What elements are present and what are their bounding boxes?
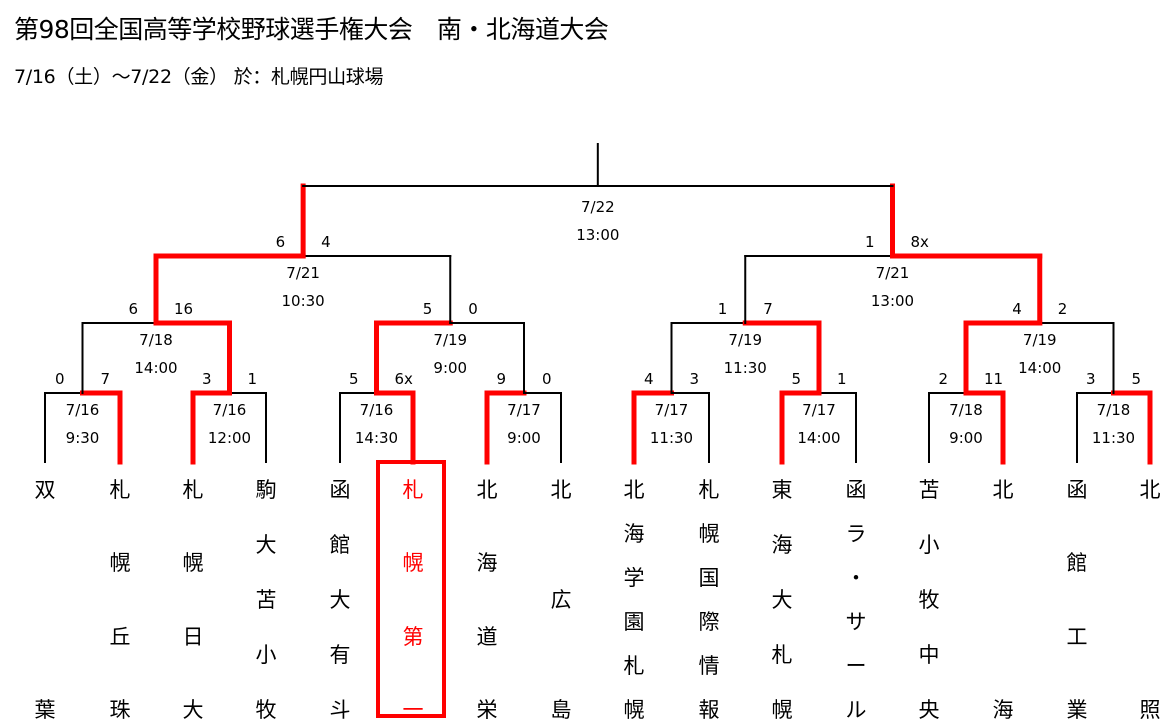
team-name: 苫小牧中央: [918, 478, 940, 722]
r1-match-8-date: 7/18: [1097, 401, 1131, 419]
qf-match-2-score-right: 0: [468, 300, 478, 318]
r1-match-4-time: 9:00: [507, 429, 541, 447]
team-name: 北海道栄: [476, 478, 498, 722]
team-name: 札幌国際情報: [698, 478, 720, 722]
qf-match-4-date: 7/19: [1023, 331, 1057, 349]
team-name: 函館大有斗: [329, 478, 351, 722]
r1-match-4-date: 7/17: [507, 401, 541, 419]
r1-match-2-score-right: 1: [248, 370, 258, 388]
r1-match-6-score-left: 5: [791, 370, 801, 388]
qf-match-2-time: 9:00: [433, 359, 467, 377]
team-name: 札幌丘珠: [109, 478, 131, 722]
sf-match-1-score-left: 6: [276, 233, 286, 251]
r1-match-5-score-right: 3: [690, 370, 700, 388]
final-date: 7/22: [581, 198, 615, 216]
qf-match-1-date: 7/18: [139, 331, 173, 349]
r1-match-4-score-right: 0: [542, 370, 552, 388]
qf-match-2-date: 7/19: [433, 331, 467, 349]
qf-match-4-score-left: 4: [1012, 300, 1022, 318]
champion-highlight-box: [376, 460, 446, 718]
team-name: 北海: [992, 478, 1014, 722]
team-name: 北海学園札幌: [623, 478, 645, 722]
r1-match-5-time: 11:30: [650, 429, 693, 447]
final-time: 13:00: [576, 226, 619, 244]
team-name: 双葉: [34, 478, 56, 722]
r1-match-2-score-left: 3: [202, 370, 212, 388]
r1-match-8-score-right: 5: [1132, 370, 1142, 388]
r1-match-3-score-left: 5: [349, 370, 359, 388]
qf-match-1-score-left: 6: [128, 300, 138, 318]
r1-match-3-date: 7/16: [360, 401, 394, 419]
r1-match-6-date: 7/17: [802, 401, 836, 419]
r1-match-5-score-left: 4: [644, 370, 654, 388]
qf-match-3-date: 7/19: [728, 331, 762, 349]
r1-match-2-date: 7/16: [213, 401, 247, 419]
qf-match-4-time: 14:00: [1018, 359, 1061, 377]
qf-match-3-score-left: 1: [718, 300, 728, 318]
r1-match-7-score-left: 2: [938, 370, 948, 388]
team-name: 北照: [1139, 478, 1161, 722]
r1-match-5-date: 7/17: [655, 401, 689, 419]
qf-match-2-score-left: 5: [423, 300, 433, 318]
team-name: 札幌第一: [402, 478, 424, 722]
r1-match-3-time: 14:30: [355, 429, 398, 447]
r1-match-8-score-left: 3: [1086, 370, 1096, 388]
r1-match-7-date: 7/18: [949, 401, 983, 419]
r1-match-8-time: 11:30: [1092, 429, 1135, 447]
team-name: 函館工業: [1066, 478, 1088, 722]
sf-match-2-date: 7/21: [876, 264, 910, 282]
r1-match-2-time: 12:00: [208, 429, 251, 447]
page-title: 第98回全国高等学校野球選手権大会 南・北海道大会: [14, 15, 609, 44]
team-name: 札幌日大: [182, 478, 204, 722]
qf-match-1-time: 14:00: [134, 359, 177, 377]
r1-match-7-score-right: 11: [984, 370, 1003, 388]
qf-match-3-score-right: 7: [763, 300, 773, 318]
r1-match-1-time: 9:30: [66, 429, 100, 447]
team-name: 東海大札幌: [771, 478, 793, 722]
team-name: 北広島: [550, 478, 572, 722]
r1-match-1-score-right: 7: [101, 370, 111, 388]
qf-match-1-score-right: 16: [174, 300, 193, 318]
qf-match-4-score-right: 2: [1058, 300, 1068, 318]
r1-match-6-time: 14:00: [797, 429, 840, 447]
r1-match-4-score-left: 9: [496, 370, 506, 388]
sf-match-1-date: 7/21: [286, 264, 320, 282]
sf-match-1-score-right: 4: [321, 233, 331, 251]
team-name: 函ラ・サール: [845, 478, 867, 722]
sf-match-2-score-left: 1: [865, 233, 875, 251]
qf-match-3-time: 11:30: [724, 359, 767, 377]
r1-match-6-score-right: 1: [837, 370, 847, 388]
sf-match-1-time: 10:30: [282, 292, 325, 310]
r1-match-1-score-left: 0: [55, 370, 65, 388]
r1-match-7-time: 9:00: [949, 429, 983, 447]
r1-match-3-score-right: 6x: [395, 370, 414, 388]
sf-match-2-score-right: 8x: [911, 233, 930, 251]
team-name: 駒大苫小牧: [255, 478, 277, 722]
page-subtitle: 7/16（土）～7/22（金） 於：札幌円山球場: [14, 66, 384, 88]
sf-match-2-time: 13:00: [871, 292, 914, 310]
r1-match-1-date: 7/16: [66, 401, 100, 419]
